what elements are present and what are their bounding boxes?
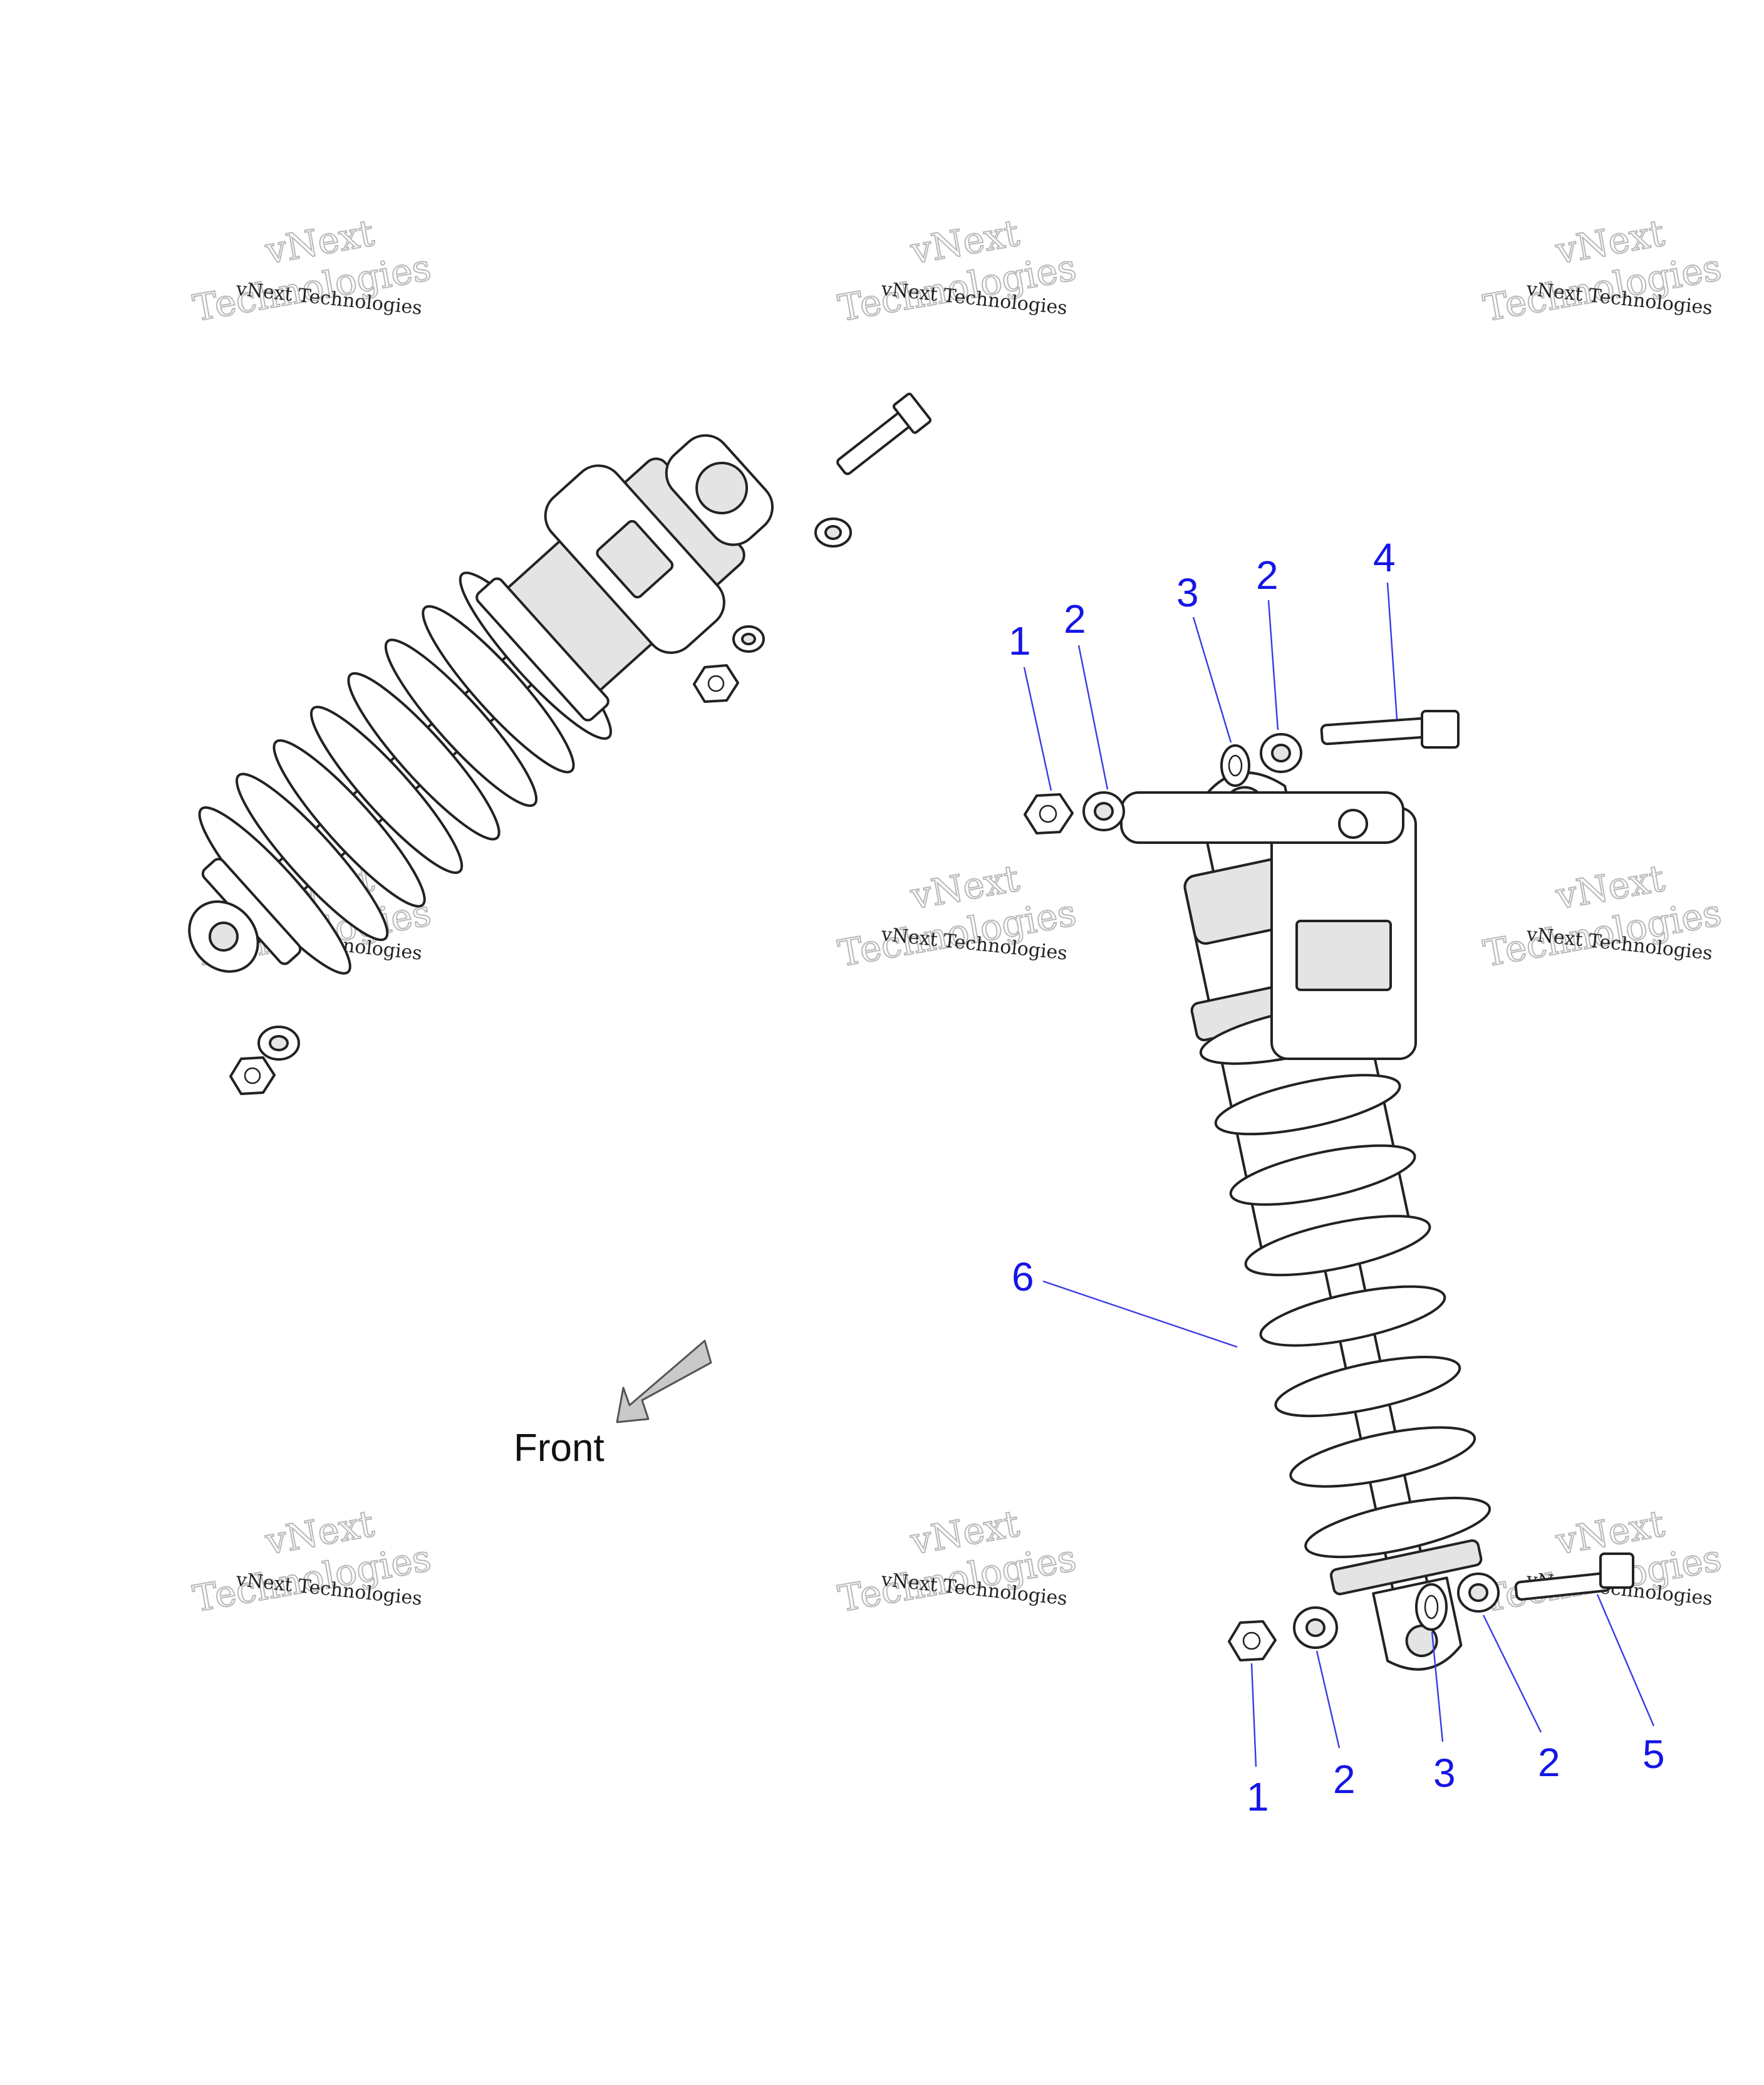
watermark: vNext Technologies vNext Technologies — [834, 856, 1080, 976]
callout-3-upper: 3 — [1176, 570, 1199, 615]
assembled-upper-bushing — [814, 517, 852, 548]
assembled-lower-washer — [257, 1026, 300, 1061]
callout-5: 5 — [1642, 1732, 1665, 1777]
assembled-shock-spring — [198, 571, 612, 975]
shock-reservoir — [1120, 791, 1417, 1060]
upper-bushing-right — [1260, 733, 1302, 773]
assembled-lower-nut — [229, 1056, 276, 1095]
callout-2-upper-left: 2 — [1064, 596, 1086, 642]
lower-bushing-right — [1457, 1573, 1500, 1613]
watermark: vNext Technologies vNext Technologies — [1480, 211, 1725, 331]
watermarks: vNext Technologies vNext Technologies vN… — [189, 211, 1725, 1621]
assembled-upper-bolt — [836, 392, 932, 476]
watermark: vNext Technologies vNext Technologies — [189, 1502, 435, 1621]
upper-bushing-left — [1082, 791, 1125, 831]
upper-mounting-bolt — [1320, 710, 1460, 749]
exploded-hardware — [1024, 710, 1634, 1661]
lower-flange-nut — [1228, 1620, 1277, 1661]
assembled-upper-nut — [693, 664, 739, 703]
callout-labels: 1 2 3 2 4 6 1 2 3 2 5 — [1009, 535, 1665, 1819]
callout-1-upper: 1 — [1009, 618, 1031, 663]
callout-1-lower: 1 — [1247, 1774, 1269, 1819]
lower-spacer-washer — [1415, 1583, 1448, 1631]
assembled-shock-upper-eye — [695, 461, 749, 514]
assembled-upper-washer — [732, 625, 765, 653]
front-label: Front — [514, 1427, 604, 1470]
callout-3-lower: 3 — [1433, 1750, 1456, 1796]
callout-4: 4 — [1373, 535, 1396, 580]
callout-2-lower-right: 2 — [1538, 1740, 1560, 1785]
callout-6: 6 — [1012, 1254, 1034, 1299]
assembled-shock-illustration — [188, 392, 932, 1095]
watermark: vNext Technologies vNext Technologies — [834, 1502, 1080, 1621]
watermark: vNext Technologies vNext Technologies — [834, 211, 1080, 331]
watermark: vNext Technologies vNext Technologies — [1480, 856, 1725, 976]
watermark: vNext Technologies vNext Technologies — [189, 211, 435, 331]
front-arrow-icon — [616, 1339, 712, 1423]
callout-2-lower-left: 2 — [1333, 1757, 1356, 1802]
upper-spacer-washer — [1220, 744, 1250, 787]
upper-flange-nut — [1024, 793, 1074, 835]
exploded-shock-illustration — [1120, 771, 1492, 1671]
callout-leaders — [1023, 582, 1655, 1767]
lower-bushing-left — [1293, 1606, 1338, 1649]
lower-mounting-bolt — [1514, 1552, 1634, 1601]
front-direction-indicator: Front — [514, 1339, 712, 1470]
callout-2-upper-right: 2 — [1256, 553, 1279, 598]
